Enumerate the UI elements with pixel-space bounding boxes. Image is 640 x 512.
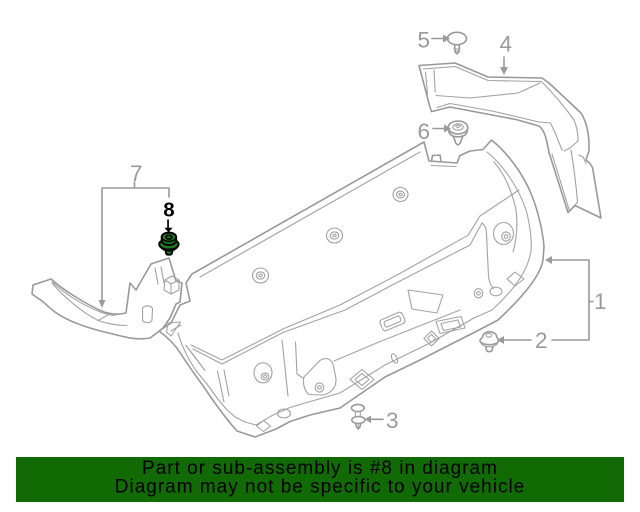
svg-text:7: 7	[130, 161, 143, 186]
svg-text:1: 1	[594, 289, 607, 314]
svg-text:5: 5	[418, 28, 431, 53]
svg-text:8: 8	[163, 199, 174, 222]
svg-text:Diagram may not be specific to: Diagram may not be specific to your vehi…	[115, 477, 526, 498]
svg-text:6: 6	[418, 119, 431, 144]
svg-text:4: 4	[500, 32, 513, 57]
svg-text:Part or sub-assembly is #8 in: Part or sub-assembly is #8 in diagram	[142, 458, 498, 479]
svg-text:3: 3	[386, 408, 399, 433]
svg-text:2: 2	[535, 328, 548, 353]
